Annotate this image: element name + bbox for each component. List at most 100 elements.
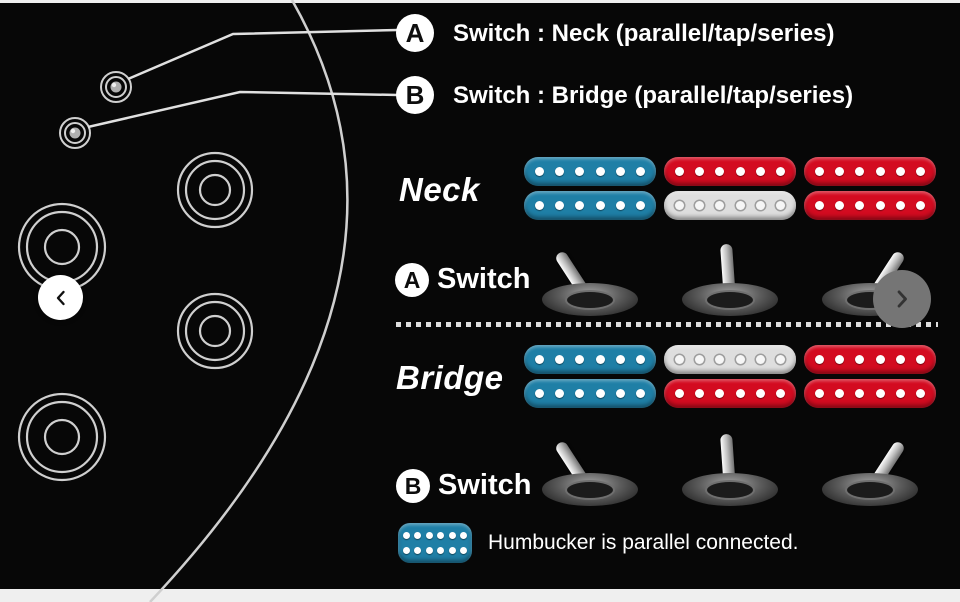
neck-switch-label: Switch (437, 263, 531, 295)
pole-piece-dot (915, 167, 925, 176)
guitar-body-edge-line (149, 0, 349, 602)
pole-piece-dot (425, 531, 433, 539)
pole-piece-dot (535, 389, 545, 398)
pole-piece-dot (402, 547, 410, 555)
pole-piece-dot (635, 389, 645, 398)
pole-piece-dot (695, 201, 705, 210)
pole-piece-dot (735, 355, 745, 364)
neck-switch-badge: A (395, 263, 429, 297)
pickup-coil-white (664, 345, 796, 374)
carousel-next-button[interactable] (873, 270, 931, 328)
pickup-coil-red (804, 379, 936, 408)
switch-a-description: Switch : Neck (parallel/tap/series) (453, 20, 835, 47)
pole-piece-dot (695, 167, 705, 176)
chevron-left-icon (56, 290, 65, 305)
pole-piece-dot (835, 201, 845, 210)
humbucker-pickup (524, 157, 656, 220)
pole-piece-dot (875, 201, 885, 210)
control-knob-icon (176, 292, 254, 370)
pole-piece-dot (755, 355, 765, 364)
pole-piece-dot (635, 201, 645, 210)
pole-piece-dot (915, 355, 925, 364)
pole-piece-dot (835, 389, 845, 398)
pole-piece-dot (875, 355, 885, 364)
pole-piece-dot (755, 201, 765, 210)
pole-piece-dot (402, 531, 410, 539)
pickup-coil-blue (524, 379, 656, 408)
pole-piece-dot (448, 547, 456, 555)
pole-piece-dot (460, 531, 468, 539)
mini-toggle-switch-b-icon (59, 117, 91, 149)
pole-piece-dot (437, 547, 445, 555)
bridge-pickup-row (524, 345, 936, 408)
pole-piece-dot (715, 167, 725, 176)
pole-piece-dot (775, 355, 785, 364)
pole-piece-dot (855, 167, 865, 176)
pole-piece-dot (775, 201, 785, 210)
pole-piece-dot (675, 201, 685, 210)
legend-dot-row (398, 547, 472, 555)
neck-pickup-row (524, 157, 936, 220)
pole-piece-dot (575, 167, 585, 176)
legend: Humbucker is parallel connected. (398, 523, 799, 563)
switch-b-badge: B (396, 76, 434, 114)
pole-piece-dot (414, 547, 422, 555)
pickup-coil-white (664, 191, 796, 220)
pickup-coil-blue (524, 157, 656, 186)
pole-piece-dot (815, 201, 825, 210)
pole-piece-dot (855, 201, 865, 210)
switch-base (682, 473, 778, 506)
pole-piece-dot (895, 355, 905, 364)
pole-piece-dot (775, 389, 785, 398)
pole-piece-dot (855, 355, 865, 364)
pickup-coil-red (804, 345, 936, 374)
pole-piece-dot (815, 355, 825, 364)
toggle-switch-icon-left (520, 416, 660, 506)
switch-base (682, 283, 778, 316)
switch-base (542, 283, 638, 316)
pole-piece-dot (615, 201, 625, 210)
pole-piece-dot (735, 167, 745, 176)
toggle-switch-icon-left (520, 226, 660, 316)
pole-piece-dot (835, 167, 845, 176)
pole-piece-dot (555, 167, 565, 176)
pole-piece-dot (425, 547, 433, 555)
dotted-divider (396, 322, 938, 327)
pickup-coil-red (804, 157, 936, 186)
pole-piece-dot (575, 355, 585, 364)
pickup-coil-red (804, 191, 936, 220)
switch-a-badge: A (396, 14, 434, 52)
pole-piece-dot (595, 389, 605, 398)
bridge-section-title: Bridge (396, 359, 504, 396)
neck-section-title: Neck (399, 171, 480, 208)
toggle-switch-icon-right (800, 416, 940, 506)
pole-piece-dot (875, 167, 885, 176)
bridge-switch-badge: B (396, 469, 430, 503)
control-knob-icon (17, 392, 107, 482)
pole-piece-dot (695, 389, 705, 398)
pole-piece-dot (675, 355, 685, 364)
pole-piece-dot (535, 167, 545, 176)
pickup-coil-red (664, 157, 796, 186)
pole-piece-dot (460, 547, 468, 555)
carousel-prev-button[interactable] (38, 275, 83, 320)
pole-piece-dot (715, 355, 725, 364)
leader-line-switch-b (87, 90, 399, 129)
humbucker-pickup (664, 157, 796, 220)
pole-piece-dot (437, 531, 445, 539)
toggle-switch-icon-center (660, 416, 800, 506)
pickup-coil-blue (524, 345, 656, 374)
page-background-strip-top (0, 0, 960, 3)
pole-piece-dot (815, 167, 825, 176)
pole-piece-dot (615, 389, 625, 398)
control-knob-icon (176, 151, 254, 229)
humbucker-pickup (524, 345, 656, 408)
pole-piece-dot (915, 389, 925, 398)
humbucker-pickup (804, 345, 936, 408)
pole-piece-dot (695, 355, 705, 364)
pole-piece-dot (595, 355, 605, 364)
mini-toggle-switch-a-icon (100, 71, 132, 103)
pickup-coil-red (664, 379, 796, 408)
